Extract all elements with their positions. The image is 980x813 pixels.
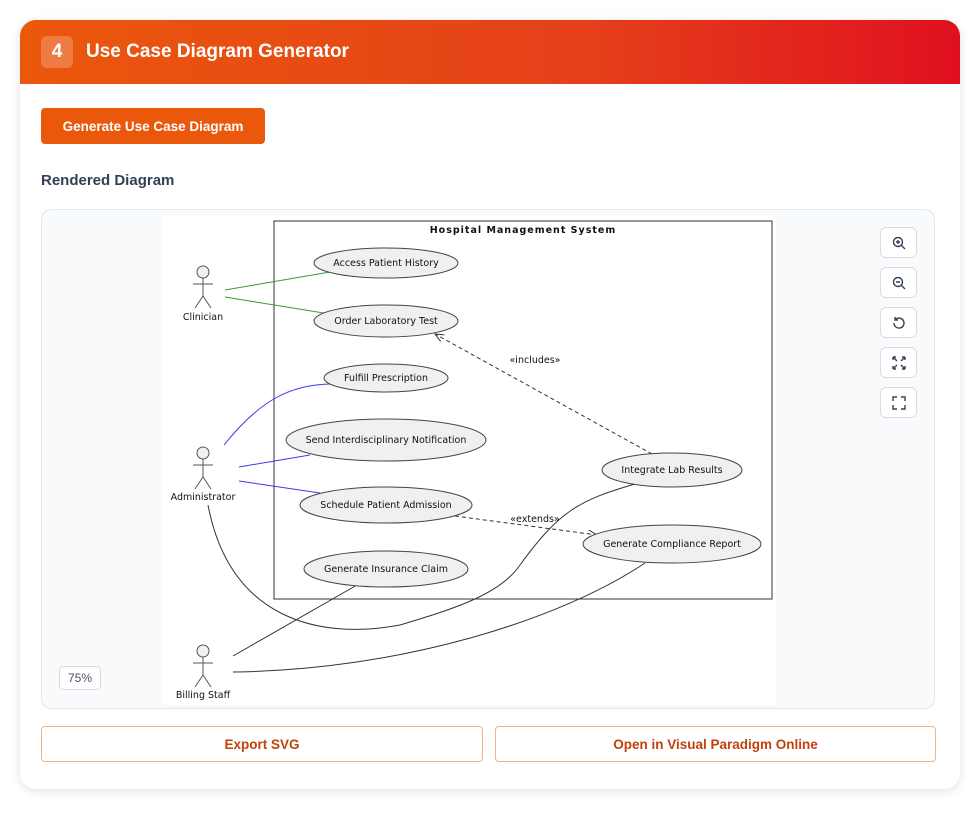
card-title: Use Case Diagram Generator — [86, 41, 349, 62]
fullscreen-button[interactable] — [880, 387, 917, 418]
assoc-line — [238, 454, 311, 468]
system-boundary — [273, 220, 773, 600]
use-case-ellipse[interactable] — [601, 452, 743, 488]
use-case-label: Schedule Patient Admission — [320, 500, 451, 511]
fit-button[interactable] — [880, 347, 917, 378]
assoc-line — [207, 483, 636, 630]
use-case-diagram: Hospital Management System «includes» «e… — [163, 216, 776, 705]
card-header: 4 Use Case Diagram Generator — [20, 20, 960, 84]
zoom-in-icon — [892, 236, 905, 249]
assoc-line — [223, 383, 331, 446]
use-case-label: Generate Insurance Claim — [324, 564, 448, 575]
actor-administrator-icon — [193, 446, 213, 490]
zoom-out-button[interactable] — [880, 267, 917, 298]
actor-clinician-icon — [193, 265, 213, 309]
include-arrow — [435, 334, 653, 455]
assoc-line — [224, 296, 331, 315]
use-case-ellipse[interactable] — [285, 418, 487, 462]
use-case-label: Order Laboratory Test — [334, 316, 438, 327]
export-svg-button[interactable]: Export SVG — [41, 726, 483, 762]
use-case-ellipse[interactable] — [303, 550, 469, 588]
use-case-label: Integrate Lab Results — [621, 465, 722, 476]
assoc-line — [224, 271, 331, 291]
assoc-line — [232, 584, 358, 657]
fullscreen-icon — [891, 395, 906, 410]
actor-label: Billing Staff — [176, 690, 231, 701]
zoom-level: 75% — [59, 666, 102, 690]
use-case-ellipse[interactable] — [582, 524, 762, 564]
fit-icon — [891, 355, 906, 370]
assoc-line — [238, 480, 321, 494]
use-case-label: Generate Compliance Report — [603, 539, 741, 550]
step-badge: 4 — [41, 36, 73, 68]
zoom-out-icon — [892, 276, 905, 289]
reset-button[interactable] — [880, 307, 917, 338]
generate-button[interactable]: Generate Use Case Diagram — [41, 108, 265, 144]
reset-icon — [892, 316, 905, 329]
extend-arrow — [454, 515, 597, 535]
system-title: Hospital Management System — [430, 225, 617, 236]
use-case-card: 4 Use Case Diagram Generator Generate Us… — [20, 20, 960, 789]
extends-label: «extends» — [510, 514, 560, 525]
actor-label: Administrator — [171, 492, 236, 503]
use-case-label: Access Patient History — [333, 258, 439, 269]
use-case-ellipse[interactable] — [323, 363, 449, 393]
section-title: Rendered Diagram — [41, 172, 175, 189]
actor-label: Clinician — [183, 312, 223, 323]
diagram-canvas[interactable]: Hospital Management System «includes» «e… — [41, 209, 935, 709]
use-case-label: Send Interdisciplinary Notification — [306, 435, 467, 446]
includes-label: «includes» — [510, 355, 561, 366]
use-case-ellipse[interactable] — [299, 486, 473, 524]
use-case-ellipse[interactable] — [313, 304, 459, 338]
assoc-line — [232, 562, 646, 673]
open-visual-paradigm-button[interactable]: Open in Visual Paradigm Online — [495, 726, 936, 762]
actor-billing-icon — [193, 644, 213, 688]
use-case-ellipse[interactable] — [313, 247, 459, 279]
zoom-in-button[interactable] — [880, 227, 917, 258]
use-case-label: Fulfill Prescription — [344, 373, 428, 384]
